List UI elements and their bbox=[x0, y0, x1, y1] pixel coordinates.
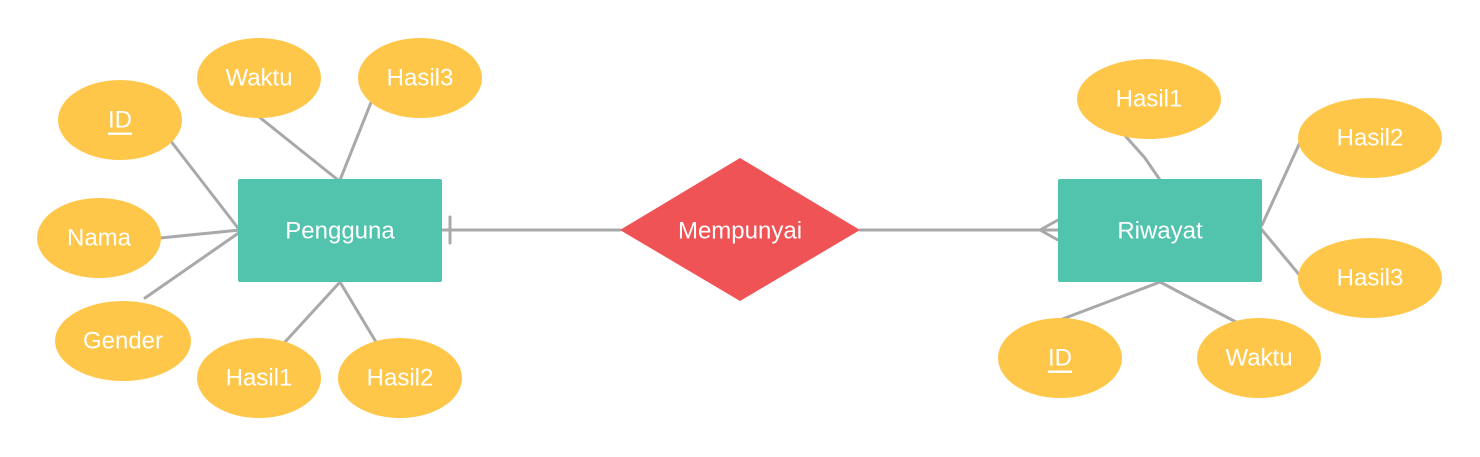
entity-pengguna-label: Pengguna bbox=[285, 218, 395, 245]
attribute-pengguna-waktu[interactable]: Waktu bbox=[197, 38, 321, 118]
attribute-pengguna-gender[interactable]: Gender bbox=[55, 301, 191, 381]
connector-riwayat-hasil3 bbox=[1260, 228, 1304, 280]
attribute-label: Nama bbox=[67, 225, 132, 252]
attribute-ellipse bbox=[197, 338, 321, 418]
entity-riwayat-box bbox=[1058, 179, 1262, 282]
connector-pengguna-nama bbox=[158, 228, 242, 240]
connector-lines bbox=[143, 98, 1304, 344]
attribute-pengguna-hasil2[interactable]: Hasil2 bbox=[338, 338, 462, 418]
attribute-pengguna-nama[interactable]: Nama bbox=[37, 198, 161, 278]
connector-pengguna-id bbox=[168, 138, 240, 230]
attribute-pengguna-hasil1[interactable]: Hasil1 bbox=[197, 338, 321, 418]
attribute-label: Hasil1 bbox=[1116, 86, 1183, 113]
attribute-pengguna-id[interactable]: ID bbox=[58, 80, 182, 160]
attribute-ellipse bbox=[197, 38, 321, 118]
attribute-label: Hasil1 bbox=[226, 365, 293, 392]
entity-riwayat-label: Riwayat bbox=[1117, 218, 1203, 245]
attribute-label: Waktu bbox=[225, 65, 292, 92]
connector-pengguna-waktu bbox=[256, 114, 340, 182]
entity-pengguna-box bbox=[238, 179, 442, 282]
connector-riwayat-hasil2 bbox=[1260, 136, 1304, 227]
entity-pengguna[interactable]: Pengguna bbox=[238, 179, 442, 282]
attribute-riwayat-hasil1[interactable]: Hasil1 bbox=[1077, 59, 1221, 139]
connector-riwayat-id bbox=[1058, 280, 1162, 322]
attribute-label: Hasil2 bbox=[367, 365, 434, 392]
attribute-ellipse bbox=[55, 301, 191, 381]
attribute-label: Gender bbox=[83, 328, 163, 355]
relationship-mempunyai[interactable]: Mempunyai bbox=[620, 158, 860, 301]
attribute-label: Hasil2 bbox=[1337, 125, 1404, 152]
attribute-riwayat-hasil3[interactable]: Hasil3 bbox=[1298, 238, 1442, 318]
attribute-label: ID bbox=[1048, 345, 1072, 372]
attribute-ellipse bbox=[338, 338, 462, 418]
attribute-ellipse bbox=[1298, 238, 1442, 318]
attribute-ellipse bbox=[1298, 98, 1442, 178]
attribute-label: ID bbox=[108, 107, 132, 134]
entity-riwayat[interactable]: Riwayat bbox=[1058, 179, 1262, 282]
relationship-diamond bbox=[620, 158, 860, 301]
attribute-ellipse bbox=[998, 318, 1122, 398]
attribute-ellipse bbox=[37, 198, 161, 278]
attribute-ellipse bbox=[1077, 59, 1221, 139]
attribute-ellipse bbox=[58, 80, 182, 160]
attribute-riwayat-hasil2[interactable]: Hasil2 bbox=[1298, 98, 1442, 178]
connector-pengguna-hasil1 bbox=[283, 280, 342, 344]
relationship-label: Mempunyai bbox=[678, 218, 802, 245]
cardinality-many-mark-bottom bbox=[1038, 228, 1060, 242]
connector-pengguna-hasil2 bbox=[338, 280, 378, 344]
attribute-pengguna-hasil3[interactable]: Hasil3 bbox=[358, 38, 482, 118]
attribute-ellipse bbox=[1197, 318, 1321, 398]
connector-riwayat-hasil1 bbox=[1118, 128, 1162, 182]
cardinality-many-mark-top bbox=[1038, 218, 1060, 232]
attribute-riwayat-id[interactable]: ID bbox=[998, 318, 1122, 398]
connector-pengguna-hasil3 bbox=[338, 98, 374, 182]
attribute-label: Hasil3 bbox=[387, 65, 454, 92]
attribute-label: Waktu bbox=[1225, 345, 1292, 372]
connector-pengguna-gender bbox=[143, 230, 242, 300]
attribute-label: Hasil3 bbox=[1337, 265, 1404, 292]
attribute-riwayat-waktu[interactable]: Waktu bbox=[1197, 318, 1321, 398]
attribute-ellipse bbox=[358, 38, 482, 118]
connector-riwayat-waktu bbox=[1158, 280, 1238, 324]
